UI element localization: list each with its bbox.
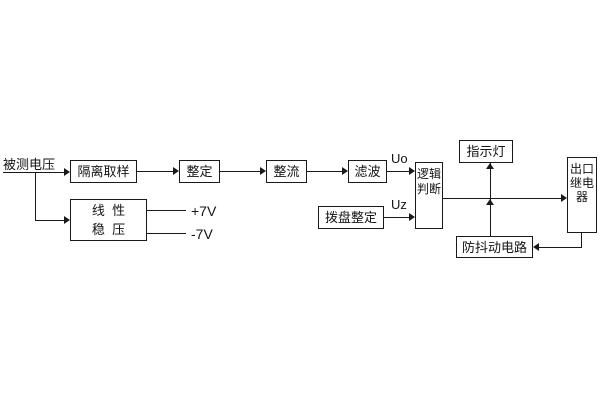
connector-source-branch-down bbox=[35, 172, 36, 220]
arrowhead-uo-into-logic bbox=[409, 167, 415, 175]
block-anti-jitter-circuit: 防抖动电路 bbox=[456, 236, 533, 258]
arrowhead-into-indicator bbox=[486, 163, 494, 169]
connector-regulator-minus7v bbox=[147, 233, 186, 234]
connector-isolation-to-setting bbox=[137, 171, 173, 172]
block-setting: 整定 bbox=[179, 160, 220, 183]
connector-source-to-isolation bbox=[3, 172, 64, 173]
arrowhead-into-filter bbox=[342, 167, 348, 175]
arrowhead-into-rectifier bbox=[260, 167, 266, 175]
arrowhead-into-antijitter bbox=[533, 243, 539, 251]
connector-logic-to-relay bbox=[443, 198, 561, 199]
arrowhead-into-regulator bbox=[64, 216, 70, 224]
signal-label-uz: Uz bbox=[391, 197, 407, 212]
connector-rectifier-to-filter bbox=[307, 171, 342, 172]
regulator-text-line1: 线 性 bbox=[91, 203, 126, 218]
block-indicator-lamp: 指示灯 bbox=[459, 140, 513, 163]
connector-branch-to-regulator bbox=[35, 220, 64, 221]
signal-label-uo: Uo bbox=[391, 151, 408, 166]
connector-dial-to-logic bbox=[384, 217, 409, 218]
block-linear-regulator: 线 性 稳 压 bbox=[70, 199, 147, 241]
arrowhead-into-relay bbox=[561, 194, 567, 202]
connector-setting-to-rectifier bbox=[220, 171, 260, 172]
label-measured-voltage: 被测电压 bbox=[3, 157, 56, 172]
connector-filter-to-logic bbox=[387, 171, 409, 172]
arrowhead-uz-into-logic bbox=[409, 213, 415, 221]
block-filter: 滤波 bbox=[348, 160, 387, 183]
arrowhead-antijitter-into-line bbox=[486, 199, 494, 205]
arrowhead-into-setting bbox=[173, 167, 179, 175]
regulator-text-line2: 稳 压 bbox=[91, 222, 126, 237]
signal-label-minus7v: -7V bbox=[191, 226, 213, 242]
connector-relay-to-antijitter bbox=[539, 247, 582, 248]
block-logic-judgment: 逻辑判断 bbox=[415, 162, 443, 229]
connector-relay-down bbox=[581, 233, 582, 247]
arrowhead-into-isolation bbox=[64, 168, 70, 176]
connector-regulator-plus7v bbox=[147, 210, 186, 211]
block-output-relay: 出口继电器 bbox=[567, 157, 597, 233]
block-dial-setting: 拨盘整定 bbox=[318, 206, 384, 229]
block-isolation-sampling: 隔离取样 bbox=[70, 160, 137, 183]
signal-label-plus7v: +7V bbox=[191, 203, 217, 219]
block-rectifier: 整流 bbox=[266, 160, 307, 183]
